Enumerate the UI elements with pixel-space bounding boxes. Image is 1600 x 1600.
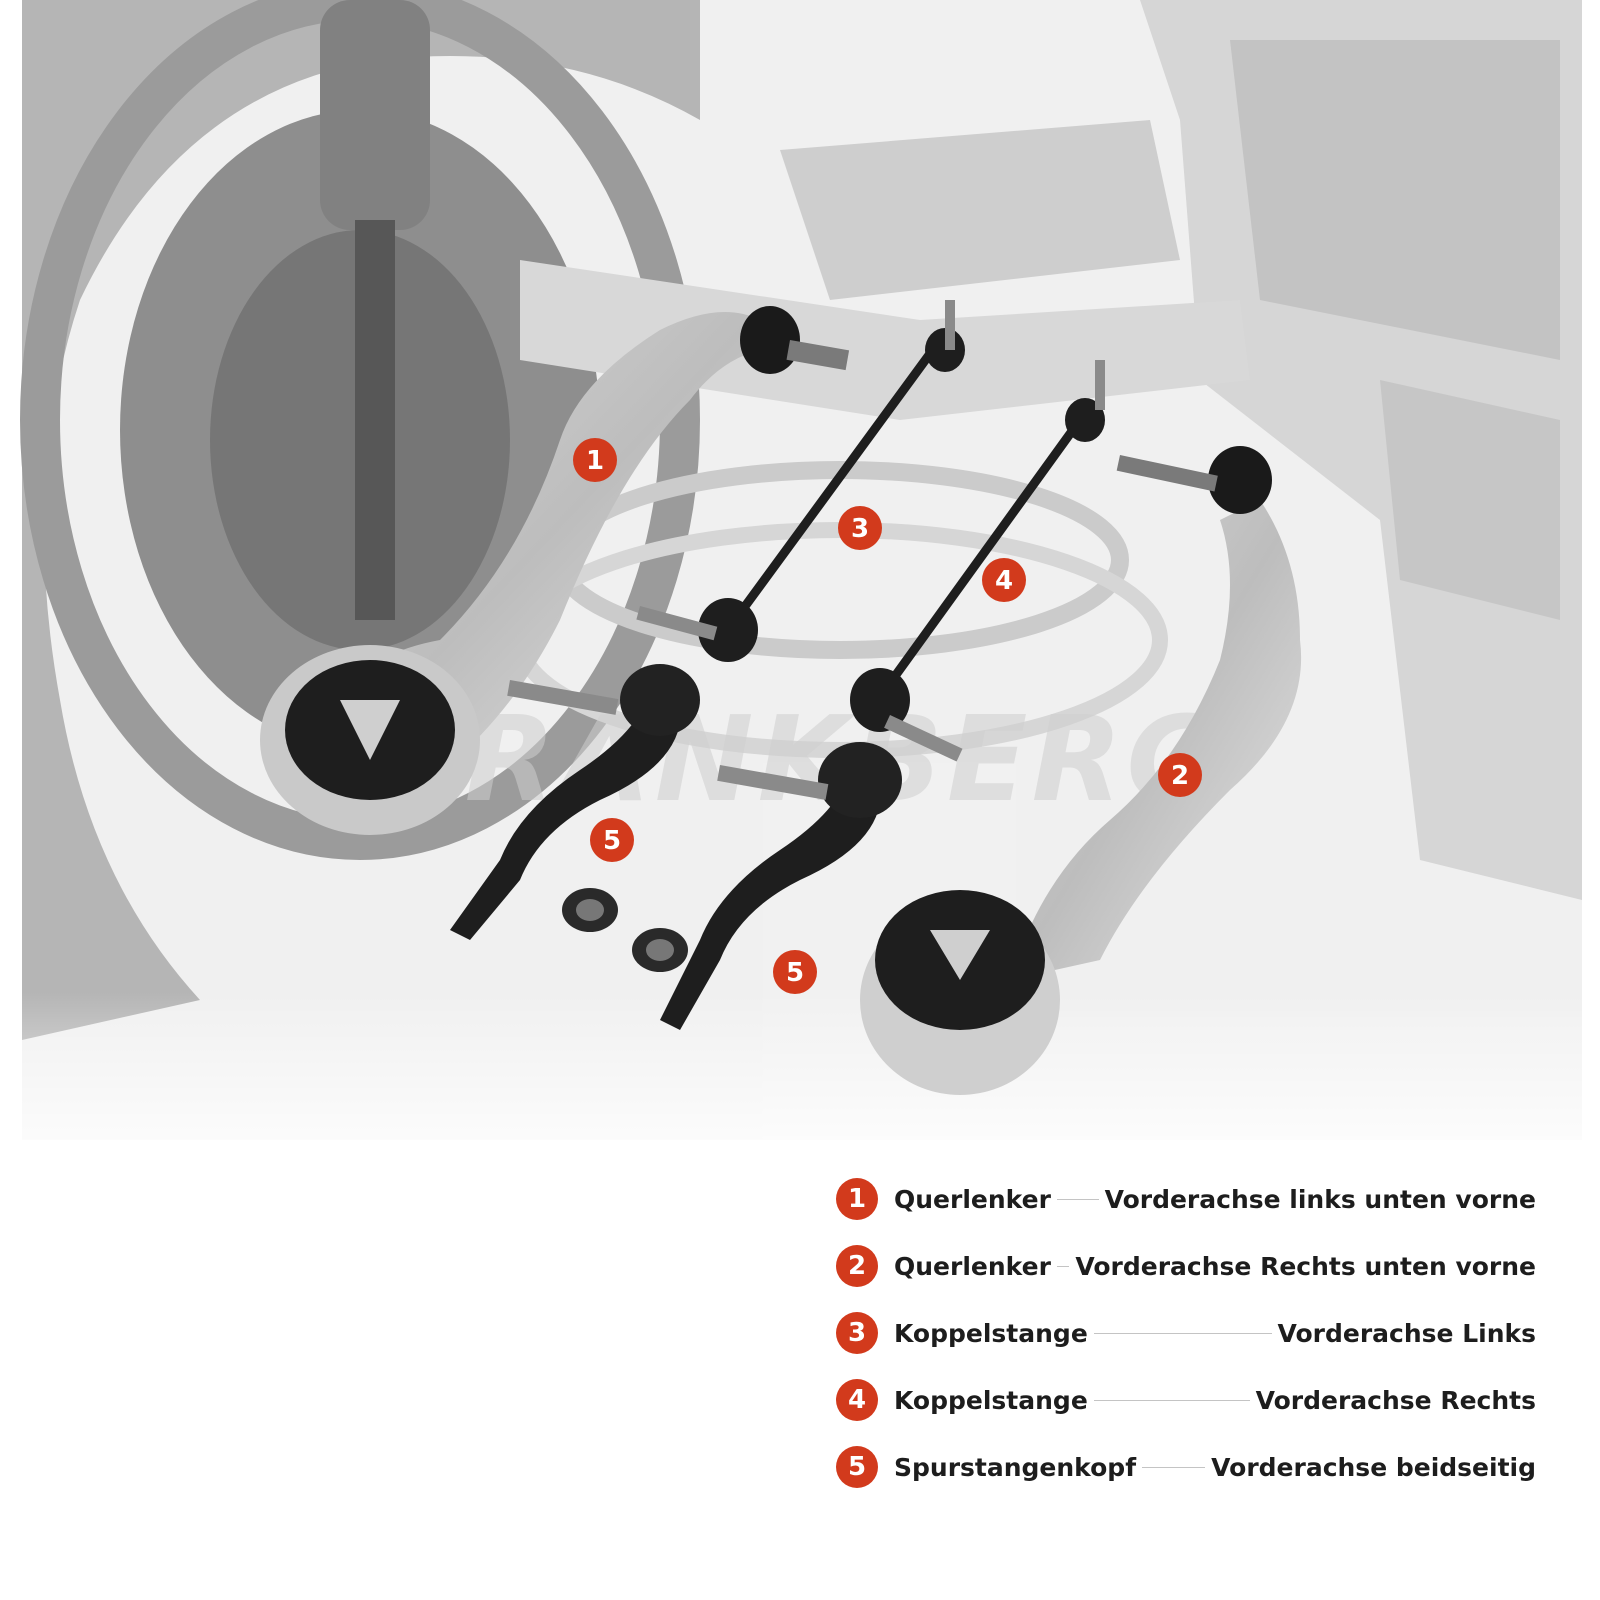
marker-3: 3: [838, 506, 882, 550]
svg-text:5: 5: [786, 958, 804, 988]
connector-line: [1142, 1466, 1206, 1468]
connector-line: [1056, 1265, 1070, 1267]
svg-text:5: 5: [603, 826, 621, 856]
part-name: Querlenker: [894, 1184, 1051, 1214]
control-arm-right: [860, 446, 1302, 1095]
stabilizer-link-right: [850, 360, 1105, 762]
marker-5b: 5: [773, 950, 817, 994]
part-position: Vorderachse Rechts unten vorne: [1075, 1251, 1536, 1281]
legend-number-badge: 2: [836, 1245, 878, 1287]
part-position: Vorderachse Rechts: [1255, 1385, 1536, 1415]
part-position: Vorderachse links unten vorne: [1104, 1184, 1536, 1214]
legend-row-5: 5 Spurstangenkopf Vorderachse beidseitig: [836, 1446, 1536, 1488]
marker-1: 1: [573, 438, 617, 482]
part-name: Koppelstange: [894, 1318, 1088, 1348]
tie-rod-end-right: [660, 742, 902, 1030]
connector-line: [1093, 1332, 1272, 1334]
marker-2: 2: [1158, 753, 1202, 797]
control-arm-left: [260, 306, 850, 835]
svg-text:1: 1: [586, 446, 604, 476]
stabilizer-link-left: [636, 300, 965, 662]
legend-row-1: 1 Querlenker Vorderachse links unten vor…: [836, 1178, 1536, 1220]
connector-line: [1093, 1399, 1250, 1401]
legend-number-badge: 3: [836, 1312, 878, 1354]
connector-line: [1056, 1198, 1099, 1200]
marker-4: 4: [982, 558, 1026, 602]
legend-row-2: 2 Querlenker Vorderachse Rechts unten vo…: [836, 1245, 1536, 1287]
legend-row-3: 3 Koppelstange Vorderachse Links: [836, 1312, 1536, 1354]
part-position: Vorderachse Links: [1277, 1318, 1537, 1348]
spacer-rings: [562, 888, 688, 972]
part-name: Spurstangenkopf: [894, 1452, 1137, 1482]
part-name: Querlenker: [894, 1251, 1051, 1281]
svg-text:3: 3: [851, 514, 869, 544]
parts-legend: 1 Querlenker Vorderachse links unten vor…: [836, 1178, 1536, 1513]
legend-number-badge: 5: [836, 1446, 878, 1488]
tie-rod-end-left: [450, 664, 700, 940]
svg-text:4: 4: [995, 566, 1013, 596]
part-position: Vorderachse beidseitig: [1211, 1452, 1536, 1482]
legend-row-4: 4 Koppelstange Vorderachse Rechts: [836, 1379, 1536, 1421]
part-name: Koppelstange: [894, 1385, 1088, 1415]
legend-number-badge: 4: [836, 1379, 878, 1421]
brand-watermark: FRANKBERG: [380, 690, 1227, 828]
marker-5a: 5: [590, 818, 634, 862]
svg-text:2: 2: [1171, 761, 1189, 791]
legend-number-badge: 1: [836, 1178, 878, 1220]
